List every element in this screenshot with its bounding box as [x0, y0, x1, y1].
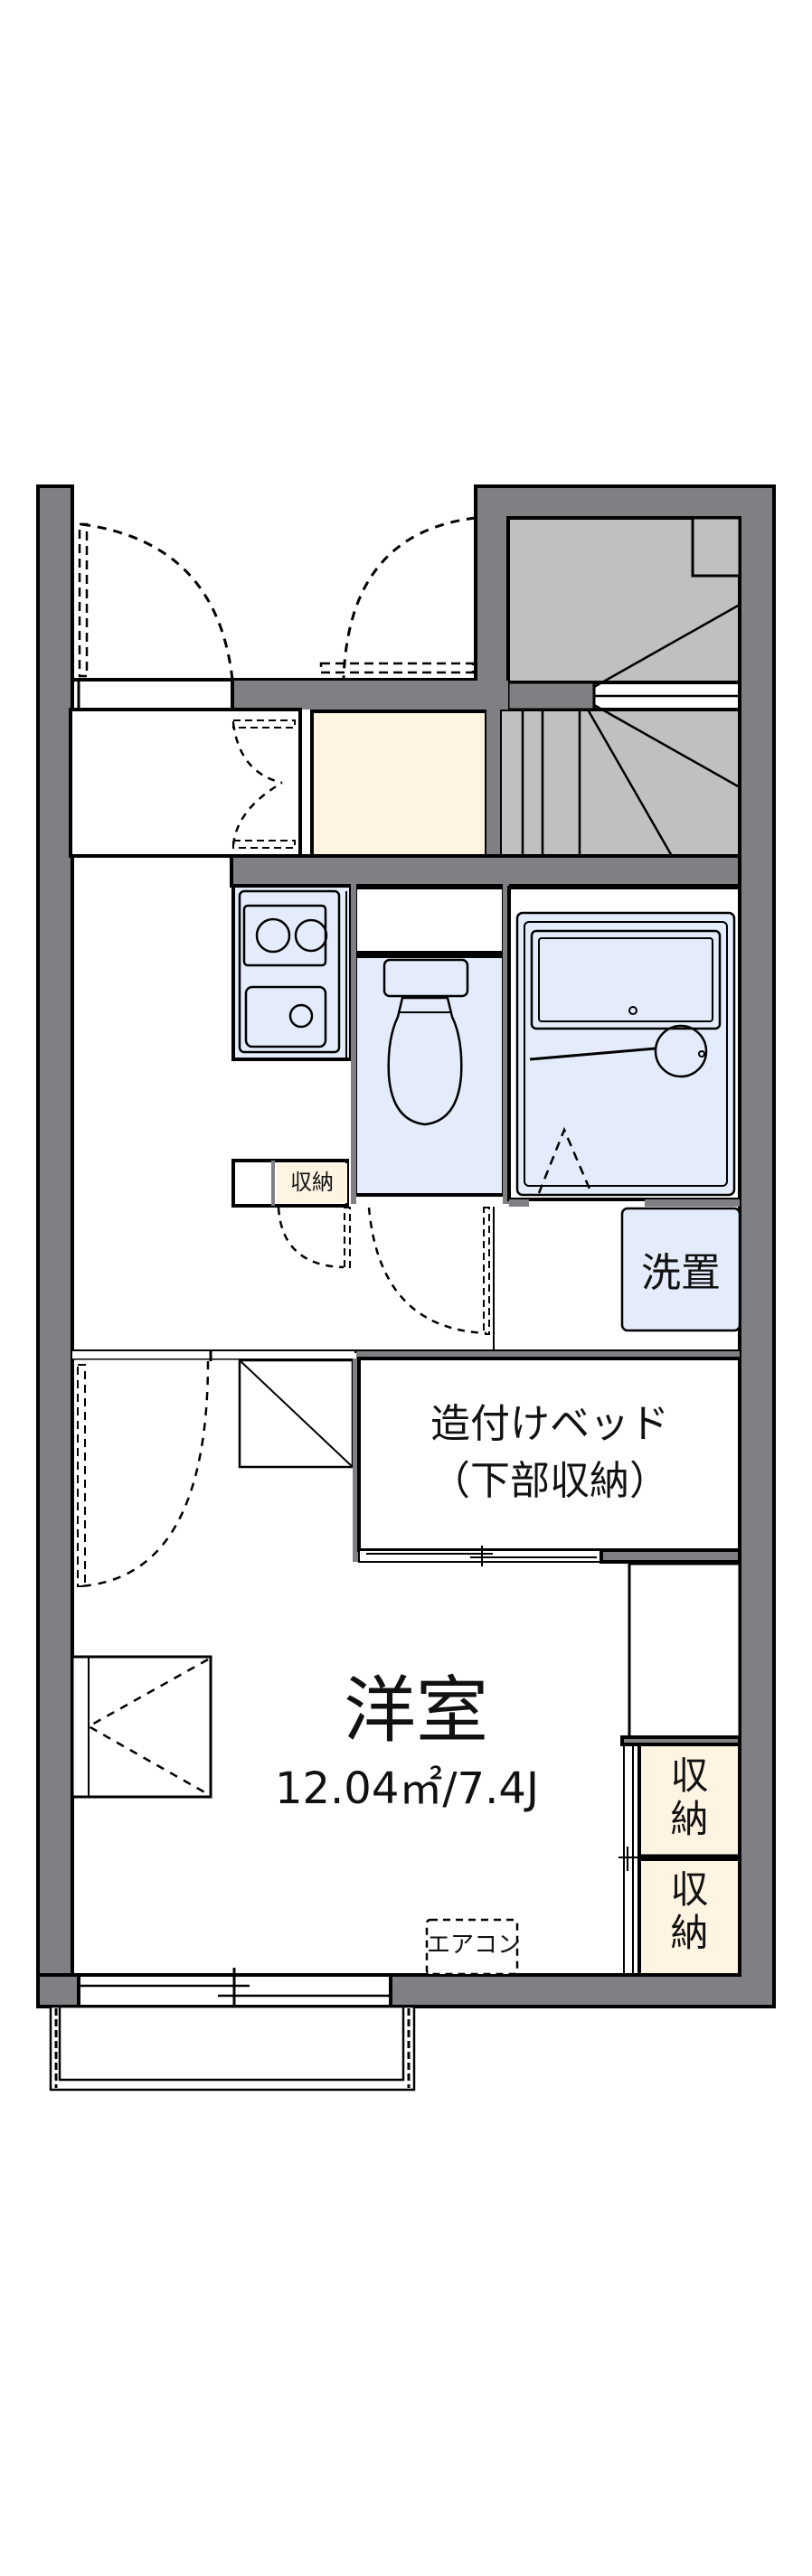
entrance-door-swing: [80, 522, 234, 681]
kitchen-counter: [231, 884, 353, 1061]
room-door-swing: [79, 1360, 210, 1588]
entrance-band-wall: [232, 681, 508, 710]
bath-door-fold: [537, 1126, 593, 1194]
bath-basin: [654, 1024, 708, 1078]
bath-unit: [515, 911, 736, 1197]
burner-left: [255, 917, 291, 954]
stair-newel-wall: [506, 681, 596, 711]
toilet-shelf: [354, 886, 505, 954]
burner-right: [294, 918, 328, 953]
left-outer-wall: [36, 484, 74, 2008]
built-in-bed: [357, 1357, 741, 1552]
closet-upper-label: 収納: [665, 1755, 709, 1842]
shoe-cabinet-door-lower: [231, 781, 283, 846]
partition-wall: [230, 854, 741, 888]
toilet-bowl: [387, 996, 463, 1126]
stair-door-leaf: [319, 662, 475, 674]
toilet-tank: [382, 958, 469, 998]
closet-lower-label: 収納: [665, 1869, 709, 1956]
closet-upper: [637, 1743, 741, 1858]
bath-drain: [628, 1006, 637, 1015]
stair-landing-square: [691, 516, 741, 578]
washer-label: 洗置: [641, 1250, 721, 1296]
stair-lower: [498, 708, 741, 858]
stair-door-swing: [342, 516, 477, 681]
small-storage-label: 収納: [290, 1170, 334, 1195]
toilet-door-swing: [367, 1207, 487, 1335]
closet-lower: [637, 1857, 741, 1977]
right-cabinet: [628, 1562, 741, 1739]
shoe-storage: [310, 710, 488, 858]
genkan-area: [69, 708, 302, 858]
sink: [244, 985, 327, 1048]
storage-door-swing: [277, 1207, 345, 1269]
built-in-bed-label-line1: 造付けベッド: [430, 1401, 669, 1447]
western-room-area: 12.04㎡/7.4J: [274, 1763, 540, 1814]
stair-treads: [521, 603, 741, 857]
shoe-cabinet-door-upper: [231, 722, 283, 785]
left-closet: [71, 1655, 212, 1799]
washer-box: [620, 1207, 741, 1332]
balcony: [49, 2005, 416, 2092]
aircon-outline: [425, 1918, 519, 1976]
aircon-label: エアコン: [427, 1932, 522, 1959]
entrance-door-leaf: [78, 522, 89, 678]
western-room-name: 洋室: [344, 1669, 488, 1753]
built-in-bed-label-line2: （下部収納）: [430, 1458, 669, 1504]
bathtub: [530, 929, 722, 1030]
sink-drain: [288, 1003, 314, 1029]
